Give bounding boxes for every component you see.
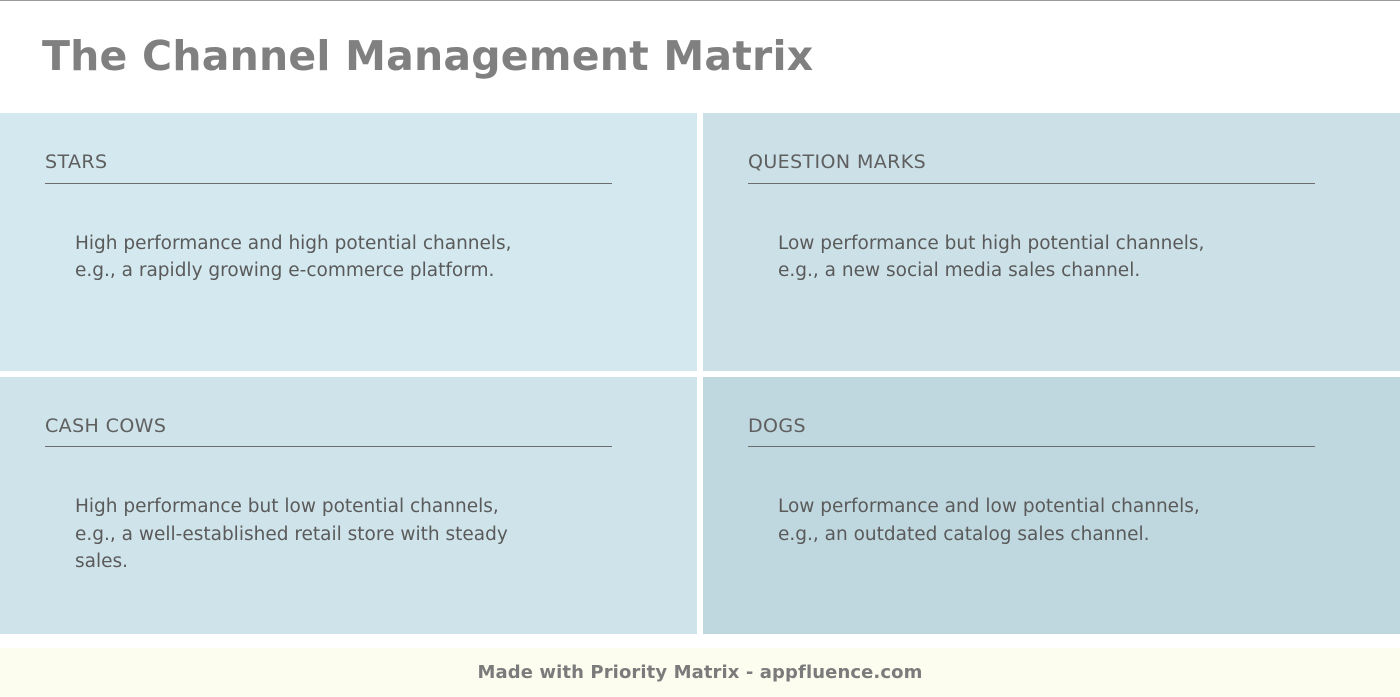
quadrant-body-question-marks: Low performance but high potential chann…	[778, 232, 1205, 282]
footer-spacer	[0, 634, 1400, 648]
quadrant-question-marks[interactable]: QUESTION MARKS Low performance but high …	[703, 113, 1400, 371]
page-header: The Channel Management Matrix	[0, 1, 1400, 113]
quadrant-body-dogs: Low performance and low potential channe…	[778, 496, 1200, 545]
footer-attribution[interactable]: Made with Priority Matrix - appfluence.c…	[477, 662, 923, 683]
quadrant-header-stars: STARS	[45, 151, 612, 184]
quadrant-header-dogs: DOGS	[748, 415, 1315, 448]
quadrant-stars[interactable]: STARS High performance and high potentia…	[0, 113, 697, 371]
quadrant-header-question-marks: QUESTION MARKS	[748, 151, 1315, 184]
quadrant-matrix: STARS High performance and high potentia…	[0, 113, 1400, 634]
quadrant-body-stars: High performance and high potential chan…	[75, 232, 512, 282]
quadrant-body-cash-cows: High performance but low potential chann…	[75, 496, 508, 572]
page-footer: Made with Priority Matrix - appfluence.c…	[0, 648, 1400, 697]
quadrant-dogs[interactable]: DOGS Low performance and low potential c…	[703, 376, 1400, 634]
page-title: The Channel Management Matrix	[42, 32, 814, 81]
quadrant-cash-cows[interactable]: CASH COWS High performance but low poten…	[0, 376, 697, 634]
quadrant-header-cash-cows: CASH COWS	[45, 415, 612, 448]
